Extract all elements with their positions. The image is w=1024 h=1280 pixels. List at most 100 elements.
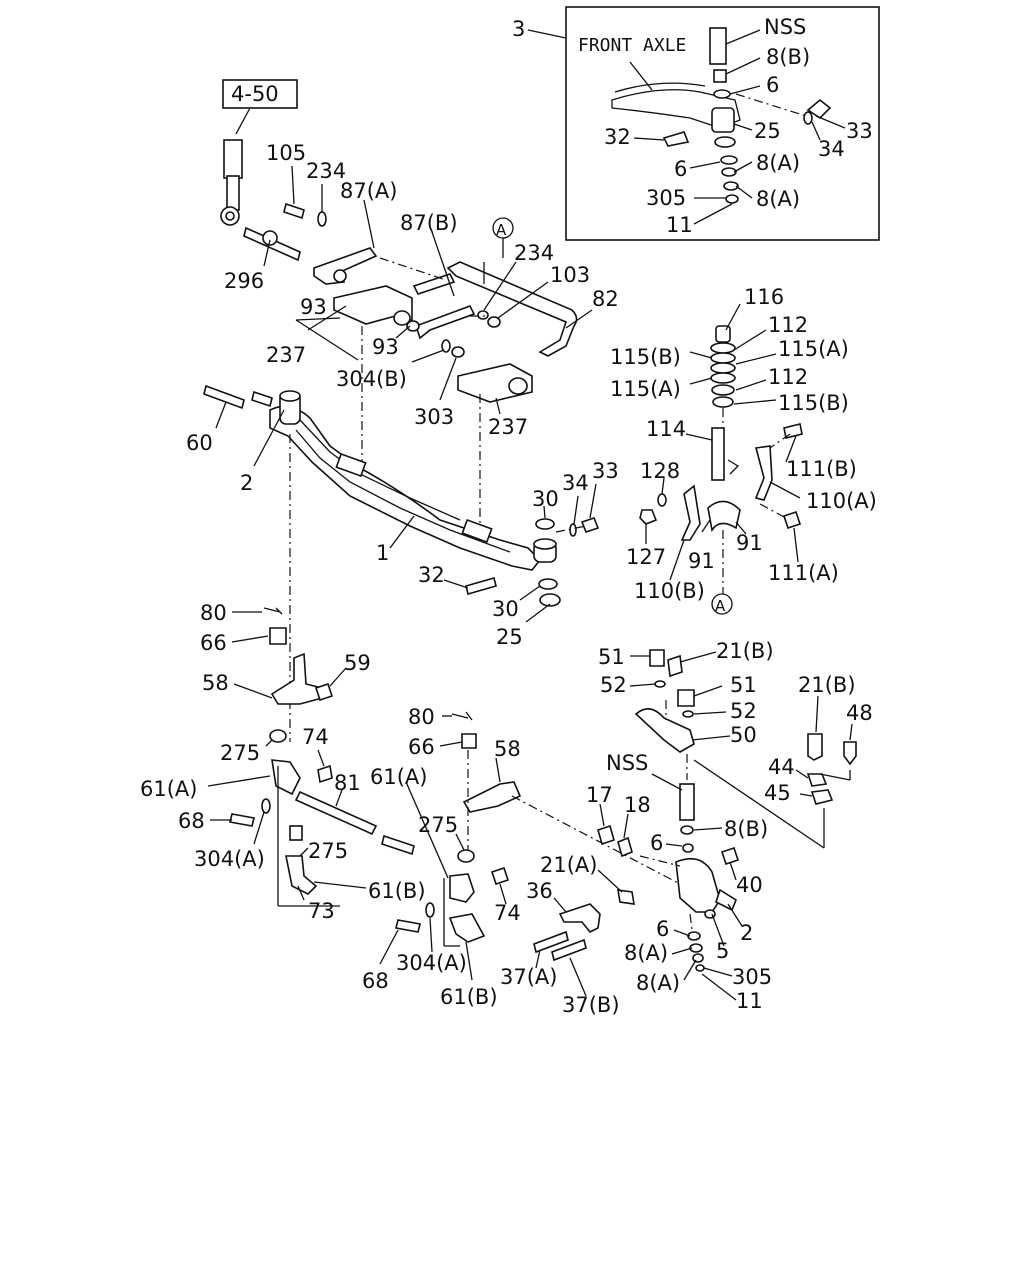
label-128: 128 (640, 459, 680, 483)
label-237-left: 237 (266, 343, 306, 367)
inset-title: FRONT AXLE (578, 35, 686, 56)
label-237-right: 237 (488, 415, 528, 439)
label-18: 18 (624, 793, 651, 817)
label-44: 44 (768, 755, 795, 779)
label-58-center: 58 (494, 737, 521, 761)
bolt-51-lower-icon (677, 689, 695, 707)
label-40: 40 (736, 873, 763, 897)
leader-lines (207, 165, 853, 1001)
label-115a-right: 115(A) (778, 337, 849, 361)
tie-rod-end-61a-center-icon (449, 873, 475, 903)
nut-66-left-icon (269, 627, 287, 645)
label-37b: 37(B) (562, 993, 620, 1017)
label-110a: 110(A) (806, 489, 877, 513)
label-80-center: 80 (408, 705, 435, 729)
label-68-center: 68 (362, 969, 389, 993)
clamp-91-icon (707, 500, 741, 533)
bracket-87b-icon (412, 273, 456, 295)
nipple-21b-icon (667, 654, 683, 678)
label-116: 116 (744, 285, 784, 309)
inset-label-6-lower: 6 (674, 157, 687, 181)
right-knuckle-group (533, 649, 857, 972)
inset-label-6-upper: 6 (766, 73, 779, 97)
inset-label-34: 34 (818, 137, 845, 161)
label-21a: 21(A) (540, 853, 597, 877)
label-304b: 304(B) (336, 367, 407, 391)
bolt-68-center-icon (395, 919, 421, 933)
stabilizer-bar-82-icon (446, 261, 578, 357)
label-304a-left: 304(A) (194, 847, 265, 871)
label-275-lower-left: 275 (308, 839, 348, 863)
label-114: 114 (646, 417, 686, 441)
reference-box (222, 79, 298, 109)
bolt-105-icon (283, 202, 305, 220)
label-110b: 110(B) (634, 579, 705, 603)
inset-label-11: 11 (666, 213, 693, 237)
label-37a: 37(A) (500, 965, 557, 989)
left-steering-group (229, 607, 415, 907)
bolt-68-left-icon (229, 813, 255, 827)
label-45: 45 (764, 781, 791, 805)
inset-label-33: 33 (846, 119, 873, 143)
label-61b-center: 61(B) (440, 985, 498, 1009)
arm-58-center-icon (462, 781, 522, 813)
label-58-left: 58 (202, 671, 229, 695)
label-93-lower: 93 (372, 335, 399, 359)
label-296: 296 (224, 269, 264, 293)
label-52-lower: 52 (730, 699, 757, 723)
label-52-upper: 52 (600, 673, 627, 697)
label-8a-lower: 8(A) (636, 971, 680, 995)
label-304a-center: 304(A) (396, 951, 467, 975)
label-61a-left: 61(A) (140, 777, 197, 801)
label-59: 59 (344, 651, 371, 675)
bolt-48-icon (843, 741, 857, 766)
label-115b-lower: 115(B) (778, 391, 849, 415)
inset-label-25: 25 (754, 119, 781, 143)
shock-absorber-icon (223, 139, 243, 179)
nut-66-center-icon (461, 733, 477, 749)
label-30-lower: 30 (492, 597, 519, 621)
inset-label-8b: 8(B) (766, 45, 810, 69)
tie-rod-end-61a-left-icon (271, 759, 301, 796)
center-steering-group (395, 711, 681, 947)
kingpin-nss-icon (679, 783, 695, 821)
label-127: 127 (626, 545, 666, 569)
label-112-upper: 112 (768, 313, 808, 337)
label-60: 60 (186, 431, 213, 455)
tie-rod-end-61b-center-icon (448, 913, 486, 943)
knuckle-2-icon (675, 857, 721, 913)
callout-labels: 105 234 87(A) 87(B) 234 103 82 296 93 93… (140, 141, 877, 1017)
label-305: 305 (732, 965, 772, 989)
label-275-upper-left: 275 (220, 741, 260, 765)
label-81: 81 (334, 771, 361, 795)
inset-frame (565, 6, 880, 241)
label-30-upper: 30 (532, 487, 559, 511)
bracket-110b-icon (680, 484, 701, 541)
nut-33-icon (806, 98, 832, 120)
label-87a: 87(A) (340, 179, 397, 203)
inset-number: 3 (512, 17, 525, 41)
label-111a: 111(A) (768, 561, 839, 585)
label-50: 50 (730, 723, 757, 747)
label-25: 25 (496, 625, 523, 649)
label-73: 73 (308, 899, 335, 923)
label-82: 82 (592, 287, 619, 311)
bushing-icon (711, 107, 735, 133)
stopper-group: A (639, 325, 803, 615)
cap-116-icon (715, 325, 731, 343)
stabilizer-group: A (243, 202, 578, 530)
circle-marker-a-top-label: A (496, 221, 507, 239)
label-5: 5 (716, 939, 729, 963)
bolt-32-icon (662, 131, 690, 147)
label-8b: 8(B) (724, 817, 768, 841)
arm-58-left-icon (270, 652, 323, 705)
nipple-21b-right-icon (807, 733, 823, 761)
label-48: 48 (846, 701, 873, 725)
label-51-lower: 51 (730, 673, 757, 697)
label-1: 1 (376, 541, 389, 565)
label-91-left: 91 (688, 549, 715, 573)
label-105: 105 (266, 141, 306, 165)
inset-label-nss: NSS (764, 15, 806, 39)
bolt-60-icon (203, 384, 245, 410)
